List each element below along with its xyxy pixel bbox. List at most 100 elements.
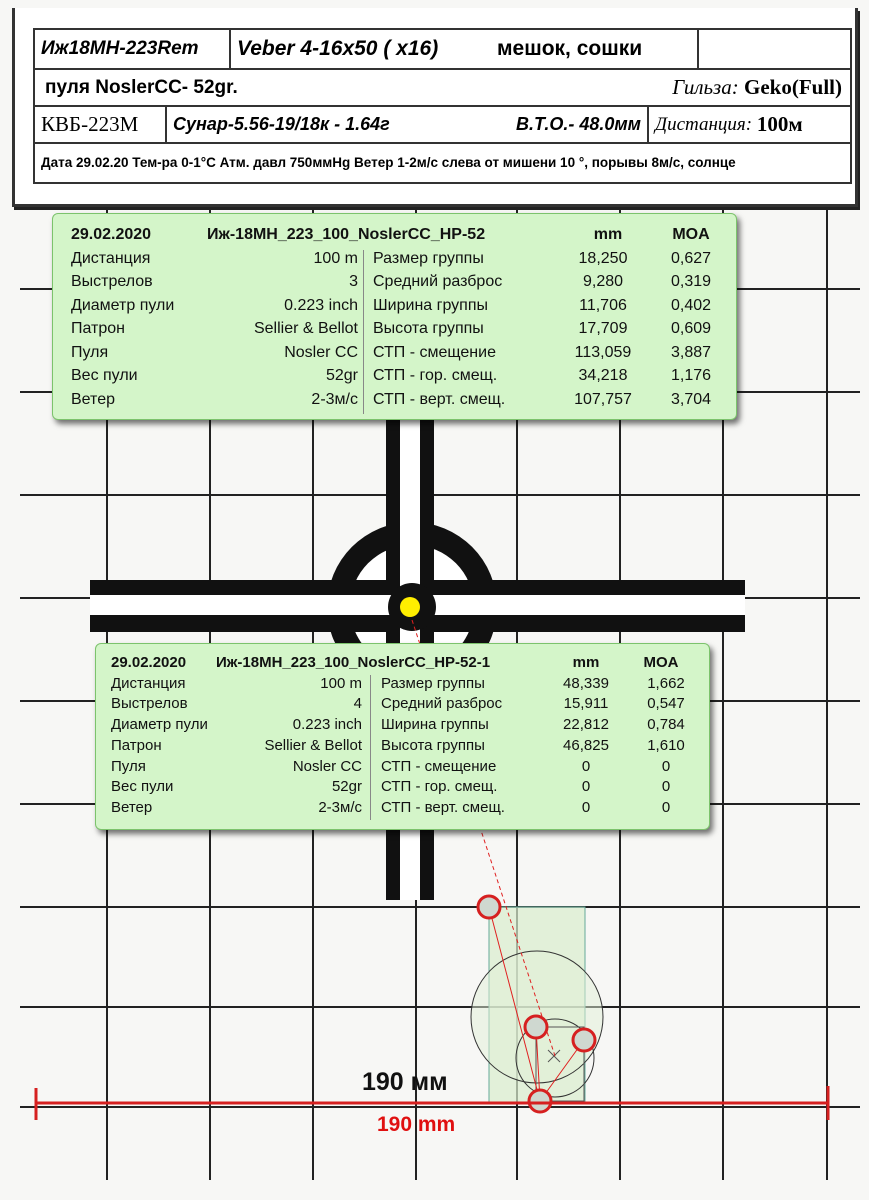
param-label: Выстрелов	[71, 273, 153, 290]
group-center-icon	[547, 1049, 561, 1063]
stat-label: СТП - гор. смещ.	[381, 778, 498, 796]
param-label: Патрон	[71, 320, 126, 337]
param-label: Диаметр пули	[71, 296, 175, 314]
stat-moa: 0	[661, 757, 671, 775]
stat-moa: 1,662	[647, 674, 685, 692]
param-value: 2-3м/с	[318, 798, 362, 816]
rifle: Иж18МН-223Rem	[35, 30, 231, 68]
stat-mm: 11,706	[579, 296, 627, 314]
stat-moa: 0	[661, 778, 671, 796]
param-label: Диаметр пули	[111, 716, 208, 734]
param-value: 3	[349, 273, 358, 290]
param-label: Патрон	[111, 736, 162, 754]
stat-mm: 15,911	[563, 695, 609, 713]
col-moa-header: MOA	[643, 654, 679, 671]
distance-label: Дистанция:	[655, 113, 753, 135]
stat-label: Размер группы	[381, 674, 485, 692]
param-label: Пуля	[111, 757, 146, 775]
stat-mm: 107,757	[574, 390, 632, 408]
panel-title: Иж-18МН_223_100_NoslerCC_HP-52	[207, 226, 486, 243]
aim-dot	[400, 597, 420, 617]
printed-scale-label: 190 мм	[362, 1068, 448, 1096]
stat-mm: 9,280	[582, 273, 624, 290]
param-value: Nosler CC	[284, 343, 358, 361]
param-value: 0.223 inch	[292, 716, 362, 734]
stat-mm: 0	[581, 757, 591, 775]
param-label: Дистанция	[71, 249, 151, 267]
panel-date: 29.02.2020	[71, 226, 152, 243]
stat-label: СТП - верт. смещ.	[373, 390, 506, 408]
stats-panel-2: 29.02.2020 Иж-18МН_223_100_NoslerCC_HP-52…	[95, 643, 710, 830]
header-table: Иж18МН-223Rem Veber 4-16x50 ( x16) мешок…	[33, 28, 852, 184]
stat-moa: 0,319	[670, 273, 712, 290]
panel-divider	[363, 249, 364, 414]
primer: Сунар-5.56-19/18к - 1.64г	[173, 114, 390, 134]
rest: мешок, сошки	[491, 30, 699, 68]
stat-label: Средний разброс	[373, 273, 503, 290]
shot-hole	[523, 1014, 549, 1040]
param-value: 52gr	[331, 778, 362, 796]
stat-moa: 0,547	[647, 695, 685, 713]
col-mm-header: mm	[572, 654, 600, 671]
param-label: Ветер	[71, 390, 115, 408]
vto: В.Т.О.- 48.0мм	[516, 114, 641, 134]
param-label: Ветер	[111, 798, 153, 816]
stat-label: СТП - смещение	[381, 757, 497, 775]
stat-mm: 0	[581, 778, 591, 796]
param-value: 2-3м/с	[311, 390, 358, 408]
stat-moa: 1,610	[647, 736, 685, 754]
param-value: Nosler CC	[292, 757, 362, 775]
stat-mm: 34,218	[578, 367, 628, 384]
stat-mm: 0	[581, 798, 591, 816]
overlay-scale-label: 190 mm	[377, 1113, 456, 1136]
stat-moa: 3,887	[670, 343, 712, 361]
bullet: пуля NoslerCC- 52gr.	[45, 76, 238, 98]
stat-moa: 0,784	[647, 716, 685, 734]
stat-label: Ширина группы	[381, 716, 489, 734]
stat-label: Средний разброс	[381, 695, 503, 713]
stats-panel-1: 29.02.2020 Иж-18МН_223_100_NoslerCC_HP-52…	[52, 213, 737, 420]
param-value: 52gr	[325, 367, 358, 384]
stat-moa: 0	[661, 798, 671, 816]
param-value: Sellier & Bellot	[264, 736, 362, 754]
stat-moa: 0,609	[670, 320, 712, 337]
param-value: 0.223 inch	[284, 296, 358, 314]
param-value: 100 m	[320, 674, 362, 692]
stat-label: Высота группы	[381, 736, 485, 754]
param-label: Пуля	[71, 343, 109, 361]
shot-hole	[476, 894, 502, 920]
powder: КВБ-223М	[35, 107, 167, 142]
stat-moa: 3,704	[670, 390, 712, 408]
stat-moa: 1,176	[670, 367, 712, 384]
param-value: Sellier & Bellot	[253, 320, 358, 337]
panel-date: 29.02.2020	[111, 654, 187, 671]
param-label: Дистанция	[111, 674, 186, 692]
stat-mm: 18,250	[578, 249, 628, 267]
distance-value: 100м	[756, 112, 803, 136]
stat-mm: 48,339	[563, 674, 609, 692]
panel-title: Иж-18МН_223_100_NoslerCC_HP-52-1	[216, 654, 491, 671]
stat-label: Высота группы	[373, 320, 484, 337]
stat-mm: 46,825	[563, 736, 609, 754]
stat-mm: 17,709	[578, 320, 628, 337]
panel-divider	[370, 674, 371, 820]
mean-circle	[515, 1018, 595, 1098]
scope: Veber 4-16x50 ( x16)	[237, 37, 439, 60]
param-value: 4	[353, 695, 362, 713]
stat-label: СТП - смещение	[373, 343, 496, 361]
stat-label: СТП - верт. смещ.	[381, 798, 505, 816]
param-label: Вес пули	[111, 778, 174, 796]
stat-label: СТП - гор. смещ.	[373, 367, 498, 384]
param-label: Вес пули	[71, 367, 138, 384]
param-label: Выстрелов	[111, 695, 188, 713]
stat-moa: 0,627	[670, 249, 712, 267]
col-moa-header: MOA	[672, 226, 710, 243]
case-label: Гильза:	[672, 75, 739, 99]
stat-label: Размер группы	[373, 249, 484, 267]
scale-line	[34, 1086, 830, 1120]
stat-moa: 0,402	[670, 296, 712, 314]
inner-box	[535, 1026, 585, 1102]
param-value: 100 m	[313, 249, 358, 267]
stat-mm: 22,812	[563, 716, 609, 734]
